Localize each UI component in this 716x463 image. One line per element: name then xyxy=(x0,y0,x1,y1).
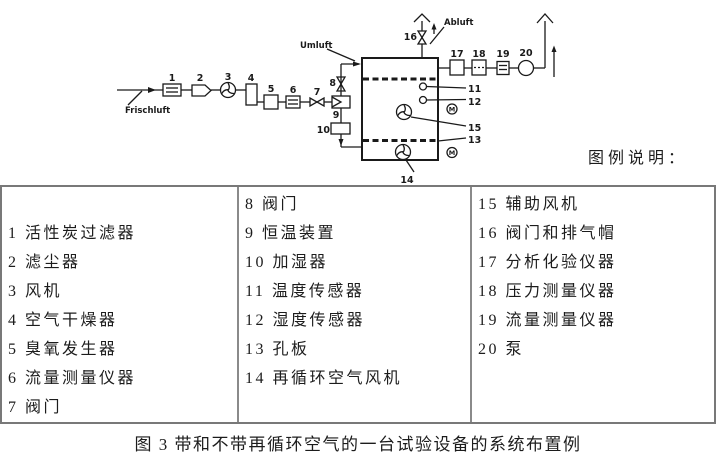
part-label-4: 4 xyxy=(248,73,255,84)
legend-item: 17 分析化验仪器 xyxy=(478,254,617,271)
part-label-19: 19 xyxy=(496,49,509,60)
legend-item: 20 泵 xyxy=(478,341,525,358)
part-label-2: 2 xyxy=(197,73,204,84)
humidity-sensor-symbol xyxy=(418,95,467,105)
analyzer-symbol xyxy=(449,59,465,76)
legend-column-1: 1 活性炭过滤器 2 滤尘器 3 风机 4 空气干燥器 5 臭氧发生器 6 流量… xyxy=(2,187,239,422)
part-label-1: 1 xyxy=(169,73,176,84)
part-label-13: 13 xyxy=(468,135,481,146)
plate-leader xyxy=(437,137,467,142)
recirculation-fan-symbol xyxy=(396,145,415,173)
motor-symbol-upper xyxy=(446,103,458,115)
air-dryer-symbol xyxy=(245,83,258,106)
legend-column-3: 15 辅助风机 16 阀门和排气帽 17 分析化验仪器 18 压力测量仪器 19… xyxy=(472,187,714,422)
fresh-air-inlet-line xyxy=(117,89,163,106)
part-label-11: 11 xyxy=(468,84,481,95)
legend-item: 18 压力测量仪器 xyxy=(478,283,617,300)
part-label-8: 8 xyxy=(329,78,336,89)
flow-arrowheads xyxy=(148,23,557,146)
legend-item: 2 滤尘器 xyxy=(8,254,81,271)
legend-item: 6 流量测量仪器 xyxy=(8,370,137,387)
legend-heading: 图例说明： xyxy=(588,150,689,167)
part-label-3: 3 xyxy=(225,72,232,83)
figure-caption: 图 3 带和不带再循环空气的一台试验设备的系统布置例 xyxy=(134,435,582,454)
legend-item: 13 孔板 xyxy=(245,341,310,358)
legend-item: 19 流量测量仪器 xyxy=(478,312,617,329)
legend-item: 3 风机 xyxy=(8,283,63,300)
pump-symbol xyxy=(517,59,535,77)
auxiliary-fan-symbol xyxy=(397,105,467,127)
part-label-5: 5 xyxy=(268,84,275,95)
flow-label-abluft: Abluft xyxy=(444,18,473,28)
legend-item: 1 活性炭过滤器 xyxy=(8,225,137,242)
flow-label-frischluft: Frischluft xyxy=(125,106,170,116)
motor-letter-lower: M xyxy=(449,149,455,157)
part-label-6: 6 xyxy=(290,85,297,96)
ozone-generator-symbol xyxy=(263,94,279,110)
part-label-16: 16 xyxy=(404,32,418,43)
valve-symbol-7 xyxy=(309,96,325,108)
legend-column-2: 8 阀门 9 恒温装置 10 加湿器 11 温度传感器 12 湿度传感器 13 … xyxy=(239,187,472,422)
part-label-12: 12 xyxy=(468,97,481,108)
motor-symbol-lower xyxy=(446,146,458,159)
legend-item: 12 湿度传感器 xyxy=(245,312,366,329)
fan-symbol-3 xyxy=(221,83,236,98)
legend-item: 7 阀门 xyxy=(8,399,63,416)
motor-letter-upper: M xyxy=(449,106,455,114)
part-label-18: 18 xyxy=(472,49,486,60)
humidifier-symbol xyxy=(330,122,351,135)
dust-filter-symbol xyxy=(191,84,212,97)
thermostat-symbol xyxy=(331,95,351,109)
valve-symbol-8 xyxy=(335,76,347,92)
part-label-17: 17 xyxy=(450,49,463,60)
legend-item: 9 恒温装置 xyxy=(245,225,337,242)
legend-item: 14 再循环空气风机 xyxy=(245,370,403,387)
analysis-chain xyxy=(438,13,555,77)
part-label-20: 20 xyxy=(519,48,533,59)
part-label-14: 14 xyxy=(400,175,414,186)
carbon-filter-symbol xyxy=(162,83,182,97)
flow-label-umluft: Umluft xyxy=(300,41,333,51)
umluft-leader xyxy=(326,48,356,62)
temperature-sensor-symbol xyxy=(418,82,467,91)
part-label-9: 9 xyxy=(333,110,340,121)
legend-item: 4 空气干燥器 xyxy=(8,312,118,329)
legend-item: 11 温度传感器 xyxy=(245,283,365,300)
exhaust-valve-and-cap xyxy=(413,13,445,58)
part-label-15: 15 xyxy=(468,123,481,134)
legend-table: 1 活性炭过滤器 2 滤尘器 3 风机 4 空气干燥器 5 臭氧发生器 6 流量… xyxy=(0,185,716,424)
legend-item: 5 臭氧发生器 xyxy=(8,341,118,358)
part-label-7: 7 xyxy=(314,87,321,98)
schematic-area: Frischluft Umluft Abluft 1 2 3 4 5 6 7 8… xyxy=(0,0,716,186)
legend-item: 16 阀门和排气帽 xyxy=(478,225,617,242)
system-diagram: Frischluft Umluft Abluft 1 2 3 4 5 6 7 8… xyxy=(117,13,557,186)
legend-item: 15 辅助风机 xyxy=(478,196,580,213)
legend-item: 10 加湿器 xyxy=(245,254,329,271)
legend-item: 8 阀门 xyxy=(245,196,300,213)
flow-meter-symbol-6 xyxy=(285,95,301,109)
flow-meter-symbol-19 xyxy=(496,60,510,76)
test-chamber xyxy=(361,57,439,161)
part-label-10: 10 xyxy=(317,125,331,136)
